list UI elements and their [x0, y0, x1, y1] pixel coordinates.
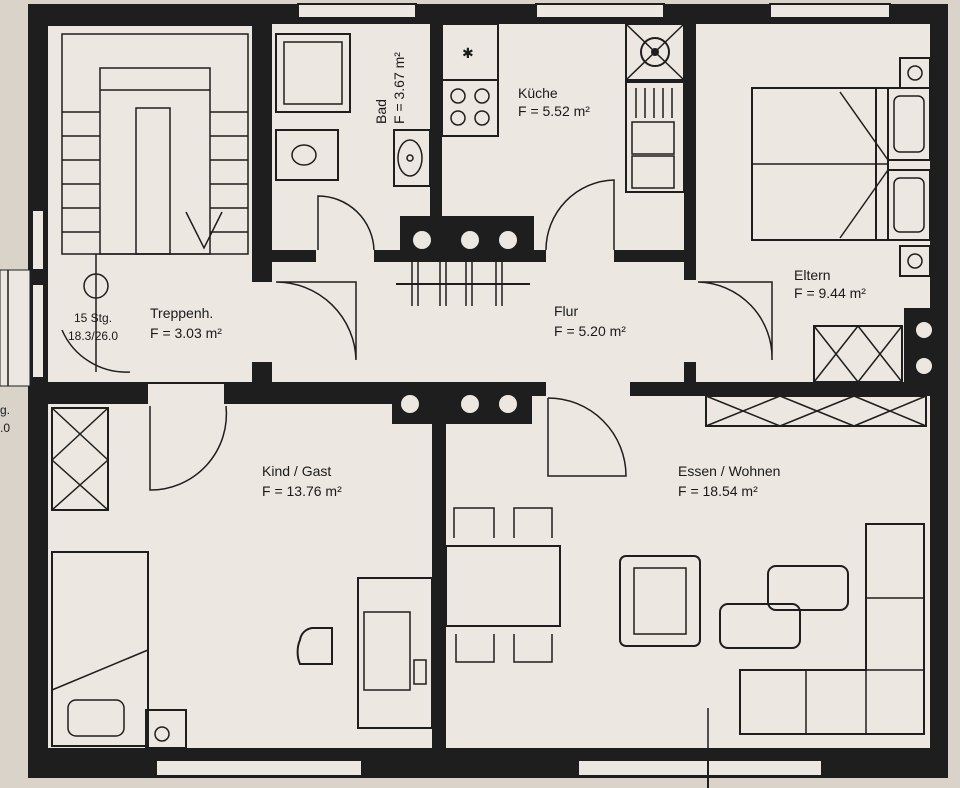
room-treppenhaus: [48, 26, 252, 382]
edge-text-2: .0: [0, 421, 10, 435]
chimney: [392, 384, 532, 748]
room-eltern: [696, 24, 930, 382]
opening-bad-flur: [316, 250, 374, 264]
exterior-left: g. .0: [0, 0, 31, 788]
svg-text:✱: ✱: [462, 45, 474, 61]
door-swing-kueche: [545, 179, 615, 251]
door-swing-essen: [547, 397, 627, 477]
flur-partition: [396, 216, 534, 306]
opening-kind-flur: [148, 384, 224, 404]
door-swing-kind: [149, 405, 228, 491]
kueche-area: F = 5.52 m²: [518, 103, 590, 119]
window-left-stair: [31, 209, 45, 271]
kind-furniture: [51, 407, 433, 749]
opening-kueche-flur: [546, 250, 614, 264]
bottom-strip: [0, 778, 960, 788]
staircase: [61, 33, 249, 373]
window-left-stair-lower: [31, 283, 45, 379]
opening-stair-flur: [252, 282, 272, 362]
window-top-kueche: [535, 3, 665, 19]
stairs-ratio: 18.3/26.0: [68, 329, 118, 343]
window-top-eltern: [769, 3, 891, 19]
kind-name: Kind / Gast: [262, 463, 331, 479]
kueche-name: Küche: [518, 85, 558, 101]
essen-name: Essen / Wohnen: [678, 463, 780, 479]
eltern-area: F = 9.44 m²: [794, 285, 866, 301]
window-top-bad: [297, 3, 417, 19]
essen-furniture: [445, 395, 927, 788]
essen-area: F = 18.54 m²: [678, 483, 758, 499]
treppenhaus-area: F = 3.03 m²: [150, 325, 222, 341]
window-bottom-essen: [577, 759, 823, 777]
flur-name: Flur: [554, 303, 578, 319]
door-swing-bad: [317, 195, 375, 251]
edge-text-1: g.: [0, 403, 10, 417]
flur-area: F = 5.20 m²: [554, 323, 626, 339]
kitchen-fixtures: ✱: [441, 23, 685, 193]
label-bad: Bad F = 3.67 m²: [373, 52, 407, 124]
chimney-right: [904, 308, 948, 388]
window-bottom-kind: [155, 759, 363, 777]
bad-name: Bad: [373, 99, 389, 124]
bedroom-furniture: [751, 57, 931, 383]
room-essen: [446, 396, 930, 748]
bathroom-fixtures: [275, 33, 431, 187]
opening-eltern-flur: [684, 280, 698, 362]
door-swing-stair: [275, 281, 357, 361]
door-swing-eltern: [697, 281, 773, 361]
bad-area: F = 3.67 m²: [391, 52, 407, 124]
room-flur: [272, 262, 684, 382]
opening-essen-flur: [546, 382, 630, 398]
kind-area: F = 13.76 m²: [262, 483, 342, 499]
eltern-name: Eltern: [794, 267, 831, 283]
room-kind: [48, 404, 432, 748]
treppenhaus-name: Treppenh.: [150, 305, 213, 321]
stairs-steps: 15 Stg.: [74, 311, 112, 325]
